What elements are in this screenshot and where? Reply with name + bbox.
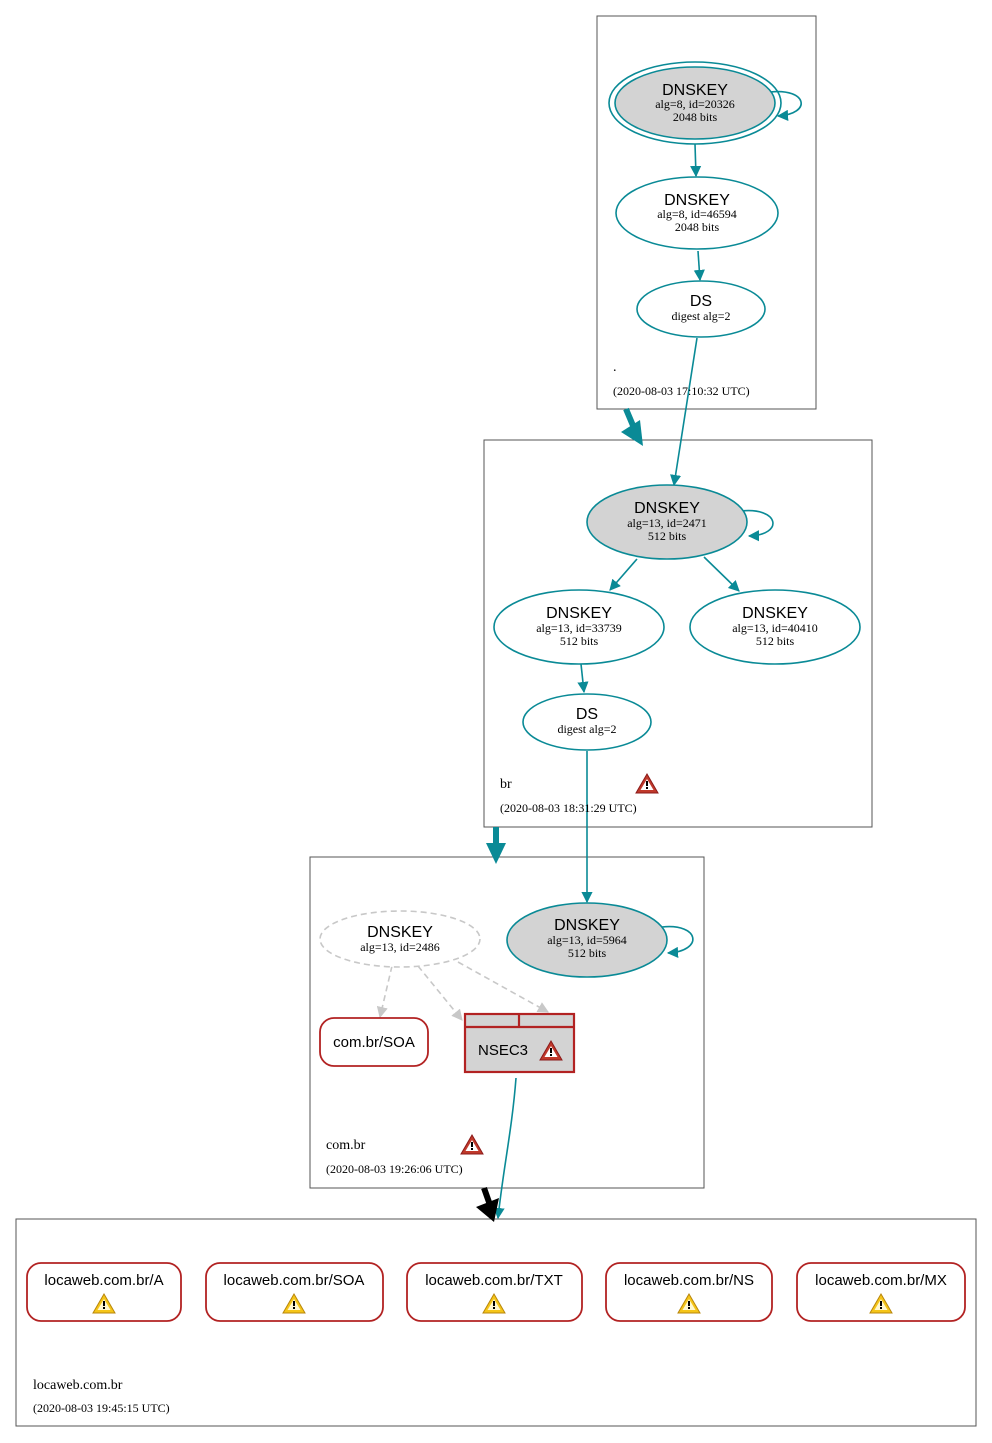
node-br-zsk2[interactable]: DNSKEY alg=13, id=40410 512 bits bbox=[689, 589, 861, 665]
node-combr-ksk[interactable]: DNSKEY alg=13, id=5964 512 bits bbox=[506, 902, 668, 978]
node-detail: alg=13, id=5964 bbox=[547, 933, 627, 947]
node-br-zsk1[interactable]: DNSKEY alg=13, id=33739 512 bits bbox=[493, 589, 665, 665]
node-size: 2048 bits bbox=[675, 220, 720, 234]
node-size: 512 bits bbox=[560, 634, 599, 648]
node-root-zsk[interactable]: DNSKEY alg=8, id=46594 2048 bits bbox=[615, 176, 779, 250]
edge-root-ksk-zsk bbox=[690, 143, 702, 178]
record-locaweb-a[interactable]: locaweb.com.br/A bbox=[26, 1262, 182, 1322]
node-detail: digest alg=2 bbox=[671, 309, 730, 323]
zone-timestamp: (2020-08-03 19:45:15 UTC) bbox=[33, 1401, 170, 1415]
node-detail: alg=13, id=2471 bbox=[627, 516, 707, 530]
node-size: 512 bits bbox=[756, 634, 795, 648]
node-detail: alg=13, id=33739 bbox=[536, 621, 622, 635]
node-detail: alg=8, id=46594 bbox=[657, 207, 737, 221]
zone-label: br bbox=[500, 777, 512, 792]
edge-br-zsk1-ds bbox=[577, 663, 589, 694]
zone-locaweb bbox=[15, 1218, 977, 1427]
record-label: locaweb.com.br/MX bbox=[815, 1272, 947, 1289]
edge-br-ksk-zsk2 bbox=[703, 556, 740, 592]
node-size: 512 bits bbox=[568, 946, 607, 960]
node-title: DNSKEY bbox=[662, 82, 728, 99]
edge-missing-key-soa bbox=[376, 965, 393, 1019]
node-title: DNSKEY bbox=[742, 605, 808, 622]
delegation-br-combr-arrow bbox=[486, 843, 506, 864]
record-locaweb-txt[interactable]: locaweb.com.br/TXT bbox=[406, 1262, 583, 1322]
record-label: locaweb.com.br/A bbox=[44, 1272, 163, 1289]
edge-br-ksk-self bbox=[740, 509, 774, 542]
zone-label: . bbox=[613, 360, 617, 375]
record-locaweb-soa[interactable]: locaweb.com.br/SOA bbox=[205, 1262, 384, 1322]
record-label: locaweb.com.br/SOA bbox=[224, 1272, 365, 1289]
node-combr-nsec3[interactable]: NSEC3 bbox=[463, 1012, 576, 1074]
node-title: DNSKEY bbox=[367, 924, 433, 941]
node-combr-soa[interactable]: com.br/SOA bbox=[319, 1017, 429, 1067]
record-label: NSEC3 bbox=[478, 1042, 528, 1059]
node-title: DNSKEY bbox=[664, 192, 730, 209]
node-br-ds[interactable]: DS digest alg=2 bbox=[522, 693, 652, 751]
node-title: DS bbox=[690, 293, 712, 310]
node-root-ksk[interactable]: DNSKEY alg=8, id=20326 2048 bits bbox=[608, 61, 782, 145]
delegation-root-br-arrow bbox=[621, 420, 643, 446]
edge-root-zsk-ds bbox=[693, 250, 705, 282]
record-label: com.br/SOA bbox=[333, 1034, 415, 1051]
edge-br-ksk-zsk1 bbox=[609, 558, 638, 591]
record-label: locaweb.com.br/TXT bbox=[425, 1272, 563, 1289]
record-locaweb-ns[interactable]: locaweb.com.br/NS bbox=[605, 1262, 773, 1322]
edge-root-ksk-self bbox=[769, 90, 802, 121]
node-title: DNSKEY bbox=[546, 605, 612, 622]
record-locaweb-mx[interactable]: locaweb.com.br/MX bbox=[796, 1262, 966, 1322]
zone-timestamp: (2020-08-03 18:31:29 UTC) bbox=[500, 801, 637, 815]
node-detail: alg=13, id=2486 bbox=[360, 940, 440, 954]
edge-missing-key-nsec3-b bbox=[457, 961, 549, 1013]
node-detail: alg=13, id=40410 bbox=[732, 621, 818, 635]
edge-combr-ksk-self bbox=[661, 925, 694, 959]
edge-missing-key-nsec3-a bbox=[417, 965, 463, 1021]
node-title: DNSKEY bbox=[554, 917, 620, 934]
zone-label: locaweb.com.br bbox=[33, 1378, 123, 1393]
node-title: DNSKEY bbox=[634, 500, 700, 517]
zone-timestamp: (2020-08-03 19:26:06 UTC) bbox=[326, 1162, 463, 1176]
edge-root-ds-br-ksk bbox=[670, 337, 698, 487]
zone-label: com.br bbox=[326, 1138, 366, 1153]
node-title: DS bbox=[576, 706, 598, 723]
zone-timestamp: (2020-08-03 17:10:32 UTC) bbox=[613, 384, 750, 398]
node-detail: alg=8, id=20326 bbox=[655, 97, 735, 111]
node-size: 512 bits bbox=[648, 529, 687, 543]
record-label: locaweb.com.br/NS bbox=[624, 1272, 754, 1289]
node-size: 2048 bits bbox=[673, 110, 718, 124]
delegation-combr-locaweb-arrow bbox=[476, 1198, 499, 1222]
node-detail: digest alg=2 bbox=[557, 722, 616, 736]
node-br-ksk[interactable]: DNSKEY alg=13, id=2471 512 bits bbox=[586, 484, 748, 560]
node-root-ds[interactable]: DS digest alg=2 bbox=[636, 280, 766, 338]
edge-nsec3-locaweb bbox=[493, 1077, 517, 1220]
node-combr-missing-key[interactable]: DNSKEY alg=13, id=2486 bbox=[319, 910, 481, 968]
